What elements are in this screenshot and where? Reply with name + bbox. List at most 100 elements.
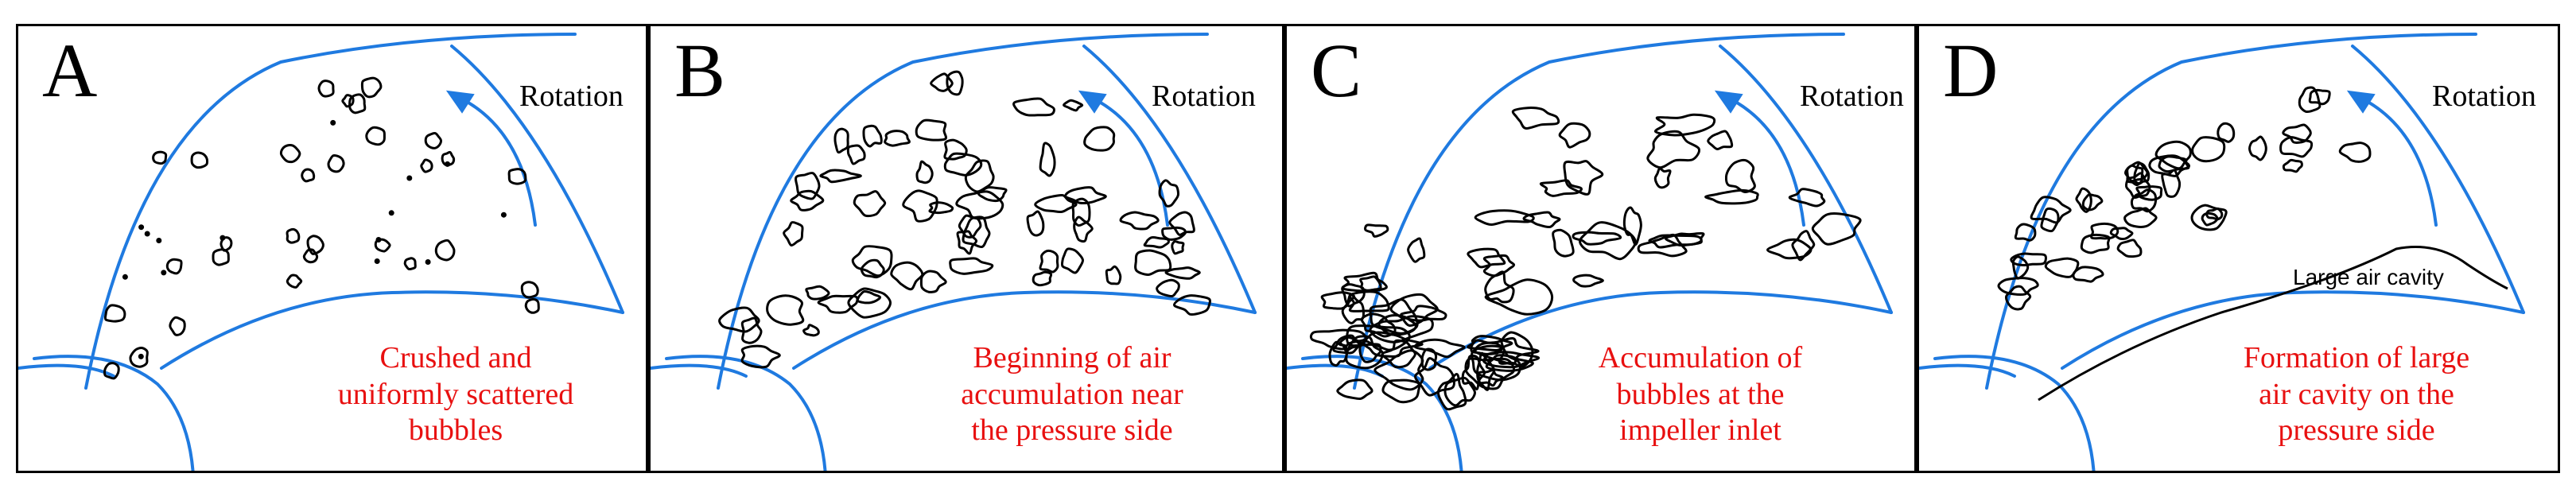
bubble: [1348, 290, 1390, 312]
panel-d: D Rotation Large air cavity Formation of…: [1917, 24, 2560, 473]
bubble: [766, 294, 805, 326]
bubble: [360, 76, 383, 99]
bubble: [434, 239, 456, 262]
panel-letter: A: [42, 28, 98, 113]
bubble-group: [1997, 86, 2372, 311]
bubble: [1063, 99, 1084, 112]
bubble: [946, 70, 964, 96]
bubble: [1341, 283, 1366, 308]
bubble: [2040, 207, 2060, 233]
bubble: [2005, 285, 2032, 311]
bubble: [1563, 160, 1604, 196]
bubble-dot: [500, 212, 507, 218]
bubble: [403, 257, 417, 271]
bubble: [718, 306, 760, 333]
outer-blade-curve: [717, 33, 1209, 390]
bubble: [1359, 275, 1382, 292]
rotation-arrow-head: [445, 90, 475, 114]
bubble: [1134, 249, 1172, 277]
caption-line: accumulation near: [961, 377, 1183, 411]
bubble: [1552, 228, 1575, 258]
bubble: [890, 261, 924, 291]
bubble: [2161, 169, 2182, 198]
bubble: [1704, 188, 1759, 205]
bubble-dot: [156, 238, 162, 243]
bubble: [1579, 221, 1637, 261]
bubble: [783, 221, 804, 247]
panel-b: B Rotation Beginning of air accumulation…: [648, 24, 1284, 473]
bubble: [424, 131, 442, 149]
bubble: [1060, 247, 1085, 274]
bubble: [212, 248, 230, 266]
bubble: [1811, 212, 1862, 246]
caption-line: uniformly scattered: [337, 377, 574, 411]
bubble: [1558, 122, 1591, 149]
bubble-dot: [138, 224, 145, 231]
bubble: [1511, 107, 1560, 130]
bubble: [348, 93, 367, 114]
bubble: [1119, 211, 1160, 231]
caption-line: pressure side: [2278, 413, 2435, 448]
bubble: [2010, 252, 2047, 267]
outer-blade-curve: [1353, 33, 1845, 390]
bubble: [1026, 210, 1045, 237]
bubble: [1143, 236, 1170, 249]
bubble: [902, 189, 938, 223]
bubble: [2282, 158, 2303, 173]
bubble: [1572, 274, 1604, 288]
bubble: [1522, 211, 1561, 229]
bubble: [103, 304, 126, 323]
bubble-dot: [406, 175, 413, 181]
bubble: [1161, 226, 1187, 241]
hub-curve: [1301, 355, 1463, 471]
bubble: [2011, 255, 2030, 280]
bubble: [1071, 197, 1091, 227]
bubble: [2298, 86, 2322, 114]
bubble: [853, 190, 887, 218]
bubble: [977, 186, 1008, 203]
bubble: [1474, 336, 1540, 366]
bubble: [1467, 247, 1506, 269]
bubble: [1339, 336, 1362, 352]
bubble-group: [103, 76, 540, 380]
caption-line: Accumulation of: [1598, 341, 1803, 375]
bubble: [2308, 88, 2331, 106]
bubble: [956, 230, 978, 255]
bubble: [2116, 239, 2143, 258]
caption-line: the pressure side: [971, 413, 1173, 448]
bubble: [930, 72, 954, 92]
bubble: [327, 154, 345, 173]
bubble: [805, 285, 830, 301]
bubble: [1369, 315, 1434, 343]
bubble: [1362, 331, 1424, 358]
bubble: [1341, 293, 1365, 324]
panel-a-drawing: [18, 33, 624, 471]
outer-blade-curve: [84, 33, 577, 390]
panel-caption: Formation of large air cavity on the pre…: [2213, 340, 2500, 449]
bubble: [306, 235, 324, 255]
bubble: [2282, 123, 2312, 144]
bubble: [919, 270, 947, 293]
hub-curve: [651, 363, 748, 378]
bubble: [915, 118, 947, 142]
impeller-blades: [1919, 33, 2525, 471]
bubble: [862, 124, 883, 148]
bubble: [1664, 231, 1705, 247]
bubble: [851, 245, 893, 277]
bubble: [1364, 223, 1389, 238]
bubble: [1539, 179, 1583, 197]
bubble: [943, 152, 983, 177]
caption-line: Formation of large: [2243, 341, 2470, 375]
impeller-blades: [1287, 33, 1893, 471]
bubble: [795, 172, 821, 200]
bubble: [2081, 193, 2104, 212]
bubble: [103, 362, 120, 380]
bubble: [1332, 334, 1361, 355]
bubble: [2338, 142, 2372, 163]
bubble: [1414, 357, 1455, 397]
bubble: [152, 150, 168, 165]
impeller-blades: [18, 33, 624, 471]
bubble: [1646, 130, 1701, 169]
bubble: [286, 227, 301, 244]
bubble: [420, 158, 433, 173]
